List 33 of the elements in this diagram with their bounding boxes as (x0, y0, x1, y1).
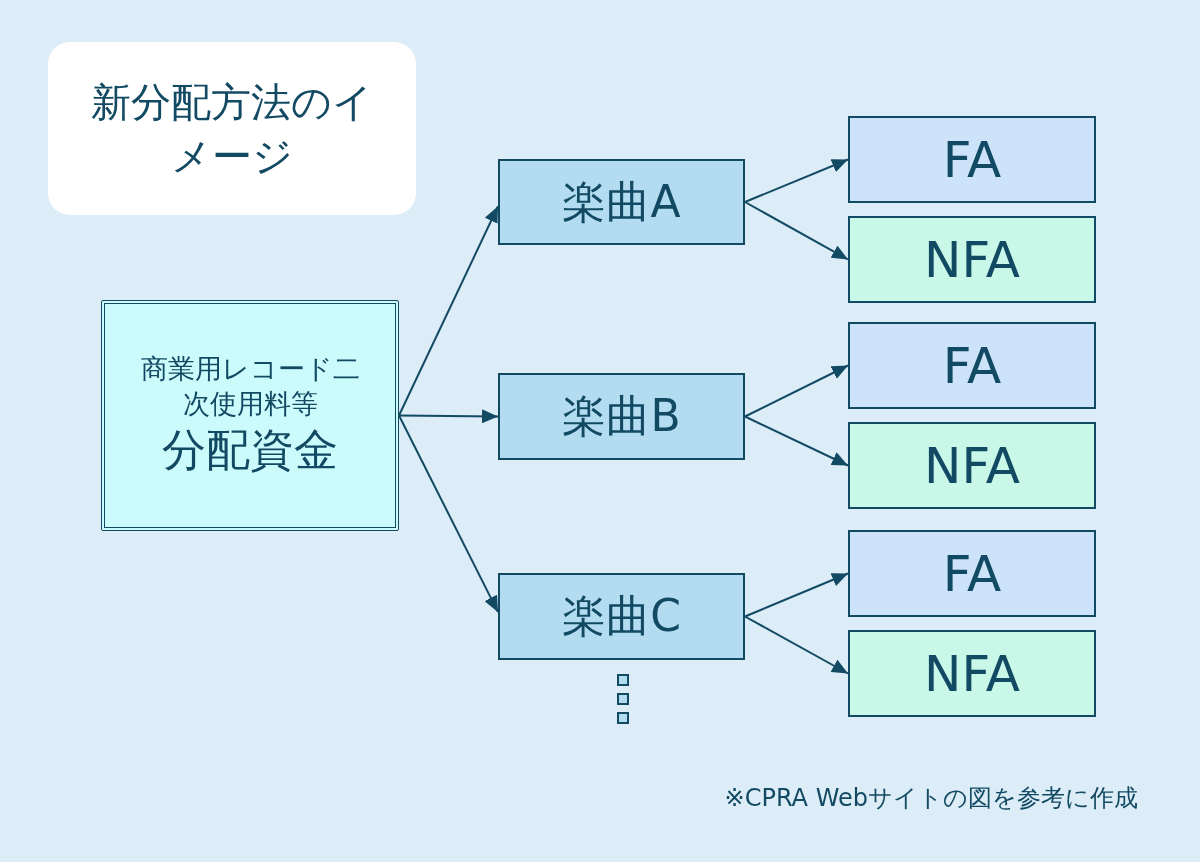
title-card (48, 42, 416, 215)
arrow (398, 409, 499, 424)
fa-box (848, 322, 1096, 409)
arrow (744, 364, 849, 418)
fa-box (848, 116, 1096, 203)
box-label: 楽曲A (562, 174, 681, 229)
arrow (744, 572, 849, 618)
box-label: 分配資金 (162, 423, 338, 478)
arrow (744, 615, 849, 675)
title-text: 新分配方法のイメージ (90, 77, 374, 181)
arrow (744, 201, 849, 261)
source-box (101, 300, 399, 531)
nfa-box (848, 216, 1096, 303)
box-label: FA (942, 130, 1002, 189)
box-label: 楽曲B (562, 389, 681, 443)
box-label: NFA (924, 230, 1020, 289)
arrow (744, 158, 849, 203)
song-box (498, 159, 745, 245)
box-label: FA (942, 544, 1002, 603)
box-label: NFA (924, 644, 1020, 703)
fa-box (848, 530, 1096, 617)
box-label: 楽曲C (562, 589, 681, 643)
source-note: ※CPRA Webサイトの図を参考に作成 (724, 783, 1138, 814)
arrow (744, 415, 849, 467)
song-box (498, 573, 745, 660)
nfa-box (848, 630, 1096, 717)
nfa-box (848, 422, 1096, 509)
song-box (498, 373, 745, 460)
box-label: FA (942, 336, 1002, 395)
arrow (398, 414, 499, 614)
box-label: NFA (924, 436, 1020, 495)
source-caption: 商業用レコード二次使用料等 (139, 351, 361, 421)
arrow (398, 205, 499, 417)
